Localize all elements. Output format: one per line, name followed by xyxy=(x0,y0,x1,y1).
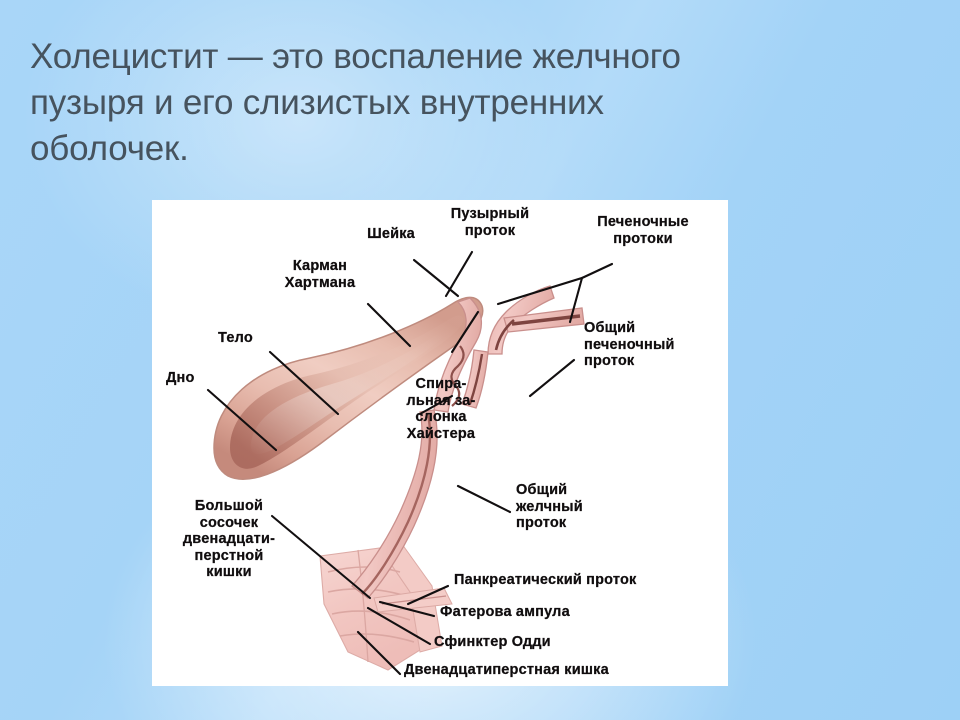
label-neck: Шейка xyxy=(367,226,415,242)
page-title: Холецистит — это воспаление желчного пуз… xyxy=(30,37,681,168)
label-heister-valve: Спира- льная за- слонка Хайстера xyxy=(406,376,476,442)
label-common-hepatic-duct: Общий печеночный проток xyxy=(584,320,675,369)
label-oddi-sphincter: Сфинктер Одди xyxy=(434,634,551,650)
label-fundus: Дно xyxy=(166,370,195,386)
label-hepatic-ducts: Печеночные протоки xyxy=(597,214,689,247)
label-hartmann-pouch: Карман Хартмана xyxy=(284,258,356,291)
label-cystic-duct: Пузырный проток xyxy=(450,206,530,239)
biliary-tract-illustration xyxy=(206,250,614,676)
diagram-panel: Дно Тело Карман Хартмана Шейка Пузырный … xyxy=(152,200,728,686)
label-duodenum: Двенадцатиперстная кишка xyxy=(404,662,609,678)
label-major-duodenal-papilla: Большой сосочек двенадцати- перстной киш… xyxy=(182,498,276,580)
gallbladder-shape xyxy=(213,296,484,480)
label-common-bile-duct: Общий желчный проток xyxy=(516,482,583,531)
label-pancreatic-duct: Панкреатический проток xyxy=(454,572,637,588)
leader-lines xyxy=(206,250,614,676)
bile-duct-shape xyxy=(351,285,585,599)
label-vater-ampulla: Фатерова ампула xyxy=(440,604,570,620)
label-body: Тело xyxy=(218,330,253,346)
